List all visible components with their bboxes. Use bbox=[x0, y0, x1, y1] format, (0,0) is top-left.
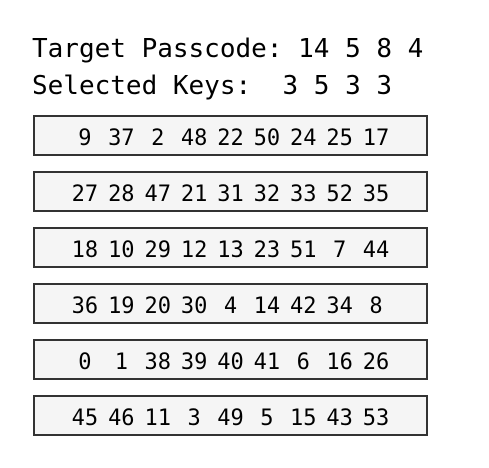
keypad-key[interactable]: 6 bbox=[296, 349, 310, 375]
keypad-key[interactable]: 42 bbox=[290, 293, 317, 319]
keypad-key[interactable]: 37 bbox=[108, 125, 135, 151]
keypad-key[interactable]: 12 bbox=[180, 237, 208, 263]
keypad-key[interactable]: 1 bbox=[114, 349, 128, 375]
keypad-key[interactable]: 14 bbox=[253, 293, 281, 319]
keypad-row-1[interactable]: 9 37 2 48 22 50 24 25 17 bbox=[33, 115, 428, 156]
keypad-key[interactable]: 44 bbox=[362, 237, 390, 263]
keypad-row-4[interactable]: 36 19 20 30 4 14 42 34 8 bbox=[33, 283, 428, 324]
keypad-key[interactable]: 23 bbox=[253, 237, 281, 263]
keypad-key[interactable]: 48 bbox=[180, 125, 208, 151]
selected-keys-line: Selected Keys: 3 5 3 3 bbox=[32, 71, 392, 101]
keypad-key[interactable]: 7 bbox=[333, 237, 347, 263]
keypad-key[interactable]: 10 bbox=[108, 237, 135, 263]
keypad-key[interactable]: 34 bbox=[326, 293, 353, 319]
keypad-key[interactable]: 53 bbox=[362, 405, 390, 431]
keypad-key[interactable]: 11 bbox=[144, 405, 171, 431]
keypad-key[interactable]: 32 bbox=[253, 181, 281, 207]
keypad-key[interactable]: 22 bbox=[217, 125, 244, 151]
keypad-key[interactable]: 20 bbox=[144, 293, 171, 319]
keypad-key[interactable]: 0 bbox=[78, 349, 92, 375]
keypad-key[interactable]: 46 bbox=[108, 405, 135, 431]
keypad-key[interactable]: 5 bbox=[260, 405, 274, 431]
keypad-key[interactable]: 41 bbox=[253, 349, 281, 375]
selected-keys-value: 3 5 3 3 bbox=[282, 71, 393, 101]
keypad-key[interactable]: 16 bbox=[326, 349, 353, 375]
selected-keys-label: Selected Keys: bbox=[32, 71, 252, 101]
target-passcode-line: Target Passcode: 14 5 8 4 bbox=[32, 34, 423, 64]
keypad-row-3[interactable]: 18 10 29 12 13 23 51 7 44 bbox=[33, 227, 428, 268]
keypad-key[interactable]: 26 bbox=[362, 349, 390, 375]
keypad-key[interactable]: 9 bbox=[78, 125, 92, 151]
keypad-key[interactable]: 50 bbox=[253, 125, 281, 151]
keypad-key[interactable]: 25 bbox=[326, 125, 353, 151]
keypad-key[interactable]: 43 bbox=[326, 405, 353, 431]
keypad-key[interactable]: 30 bbox=[180, 293, 208, 319]
keypad-key[interactable]: 31 bbox=[217, 181, 244, 207]
keypad-key[interactable]: 18 bbox=[71, 237, 99, 263]
keypad-key[interactable]: 27 bbox=[71, 181, 99, 207]
keypad-key[interactable]: 19 bbox=[108, 293, 135, 319]
keypad-row-2[interactable]: 27 28 47 21 31 32 33 52 35 bbox=[33, 171, 428, 212]
keypad-key[interactable]: 13 bbox=[217, 237, 244, 263]
keypad-key[interactable]: 15 bbox=[290, 405, 317, 431]
keypad-key[interactable]: 47 bbox=[144, 181, 171, 207]
keypad-key[interactable]: 3 bbox=[187, 405, 201, 431]
keypad-key[interactable]: 33 bbox=[290, 181, 317, 207]
keypad-key[interactable]: 35 bbox=[362, 181, 390, 207]
keypad-key[interactable]: 38 bbox=[144, 349, 171, 375]
keypad-key[interactable]: 39 bbox=[180, 349, 208, 375]
target-passcode-label: Target Passcode: bbox=[32, 34, 283, 64]
keypad-key[interactable]: 52 bbox=[326, 181, 353, 207]
keypad-key[interactable]: 24 bbox=[290, 125, 317, 151]
keypad-key[interactable]: 2 bbox=[151, 125, 165, 151]
keypad-key[interactable]: 29 bbox=[144, 237, 171, 263]
target-passcode-value: 14 5 8 4 bbox=[298, 34, 424, 64]
keypad-key[interactable]: 36 bbox=[71, 293, 99, 319]
keypad-key[interactable]: 21 bbox=[180, 181, 208, 207]
keypad-key[interactable]: 4 bbox=[223, 293, 238, 319]
keypad-key[interactable]: 45 bbox=[71, 405, 99, 431]
keypad-key[interactable]: 51 bbox=[290, 237, 317, 263]
keypad-key[interactable]: 28 bbox=[108, 181, 135, 207]
keypad-key[interactable]: 8 bbox=[369, 293, 383, 319]
keypad-key[interactable]: 49 bbox=[217, 405, 244, 431]
keypad-row-6[interactable]: 45 46 11 3 49 5 15 43 53 bbox=[33, 395, 428, 436]
keypad-key[interactable]: 17 bbox=[362, 125, 390, 151]
keypad-key[interactable]: 40 bbox=[217, 349, 244, 375]
